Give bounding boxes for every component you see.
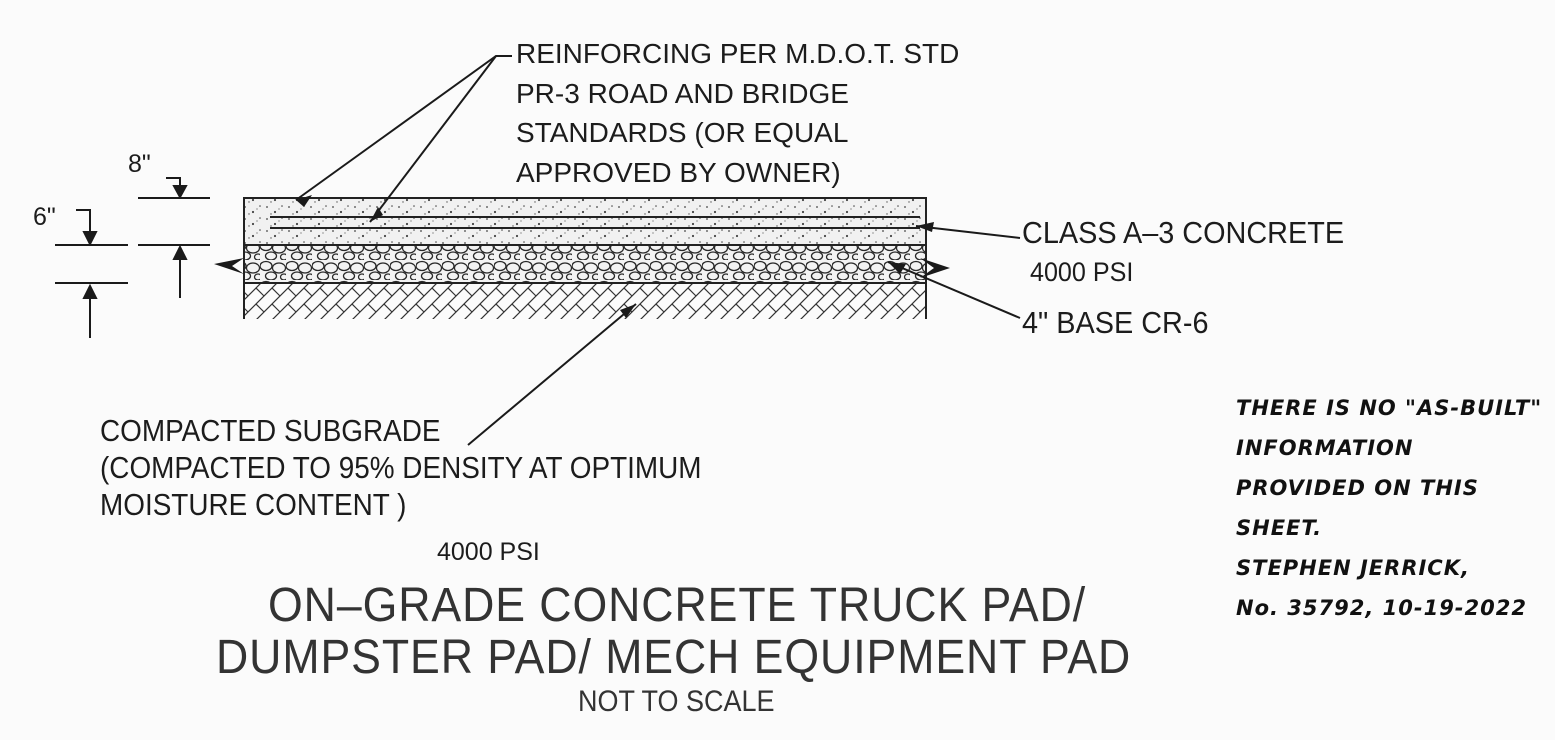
concrete-psi-label: 4000 PSI bbox=[1030, 257, 1134, 287]
subgrade-note-line-2: (COMPACTED TO 95% DENSITY AT OPTIMUM bbox=[100, 450, 702, 485]
concrete-label: CLASS A–3 CONCRETE bbox=[1022, 215, 1345, 250]
reinforcing-note-line-3: STANDARDS (OR EQUAL bbox=[516, 117, 849, 148]
reinforcing-note-line-2: PR-3 ROAD AND BRIDGE bbox=[516, 77, 849, 109]
scale-note: NOT TO SCALE bbox=[578, 685, 775, 718]
leader-arrowheads bbox=[214, 195, 950, 318]
base-label: 4" BASE CR-6 bbox=[1022, 305, 1209, 340]
dimension-6-inch: 6" bbox=[33, 203, 56, 231]
handwritten-note: THERE IS NO "AS-BUILT" INFORMATION PROVI… bbox=[1236, 388, 1542, 628]
subgrade-note-line-3: MOISTURE CONTENT ) bbox=[100, 487, 407, 522]
subgrade-layer bbox=[244, 283, 926, 319]
detail-title-line-1: ON–GRADE CONCRETE TRUCK PAD/ bbox=[268, 579, 1087, 632]
handwritten-line-4: SHEET. bbox=[1236, 516, 1323, 540]
subgrade-note-line-1: COMPACTED SUBGRADE bbox=[100, 413, 441, 448]
leader-lines bbox=[295, 55, 1021, 446]
handwritten-line-1: THERE IS NO "AS-BUILT" bbox=[1236, 396, 1543, 420]
strength-label: 4000 PSI bbox=[437, 538, 540, 566]
handwritten-line-6: No. 35792, 10-19-2022 bbox=[1236, 596, 1527, 620]
reinforcing-note-line-1: REINFORCING PER M.D.O.T. STD bbox=[516, 38, 960, 69]
dimension-lines bbox=[55, 177, 210, 338]
reinforcing-note: REINFORCING PER M.D.O.T. STD PR-3 ROAD AN… bbox=[516, 34, 959, 192]
layer-outlines bbox=[243, 197, 927, 319]
detail-title-line-2: DUMPSTER PAD/ MECH EQUIPMENT PAD bbox=[216, 631, 1132, 684]
base-layer bbox=[244, 245, 926, 283]
concrete-layer bbox=[244, 198, 926, 245]
handwritten-line-3: PROVIDED ON THIS bbox=[1236, 476, 1479, 500]
subgrade-note: COMPACTED SUBGRADE(COMPACTED TO 95% DENS… bbox=[100, 412, 702, 523]
dimension-8-inch: 8" bbox=[128, 150, 151, 178]
handwritten-line-2: INFORMATION bbox=[1236, 436, 1414, 460]
handwritten-line-5: STEPHEN JERRICK, bbox=[1236, 556, 1470, 580]
reinforcing-note-line-4: APPROVED BY OWNER) bbox=[516, 156, 841, 188]
